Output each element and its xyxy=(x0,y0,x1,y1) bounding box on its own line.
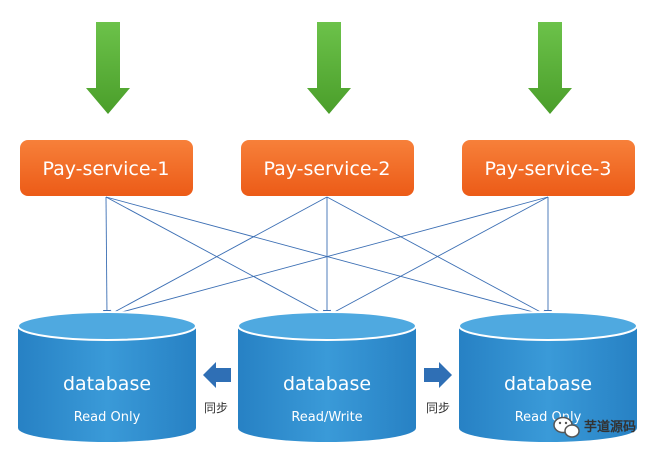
database-cylinder-icon xyxy=(459,326,637,442)
service-label: Pay-service-3 xyxy=(484,158,611,180)
connector-svc2-db1 xyxy=(105,196,328,317)
sync-arrow-left-icon xyxy=(203,362,231,388)
connector-svc3-db1 xyxy=(105,196,549,319)
input-arrow-1-icon xyxy=(86,22,130,114)
watermark-text: 芋道源码 xyxy=(584,419,636,435)
database-top xyxy=(17,311,197,341)
service-label: Pay-service-2 xyxy=(263,158,390,180)
sync-right: 同步 xyxy=(424,362,452,415)
input-arrows xyxy=(86,22,572,114)
sync-left: 同步 xyxy=(203,362,231,415)
service-pay-1: Pay-service-1 xyxy=(20,140,193,196)
database-top xyxy=(458,311,638,341)
database-3: database Read Only xyxy=(458,311,638,442)
database-mode: Read Only xyxy=(74,410,141,425)
service-box xyxy=(241,140,414,196)
wechat-icon xyxy=(553,416,580,438)
input-arrow-2-icon xyxy=(307,22,351,114)
database-2: database Read/Write xyxy=(237,311,417,442)
sync-label: 同步 xyxy=(204,401,228,415)
connector-svc3-db2 xyxy=(325,196,549,317)
input-arrow-3-icon xyxy=(528,22,572,114)
watermark: 芋道源码 xyxy=(553,416,636,438)
database-mode: Read/Write xyxy=(291,410,362,425)
service-label: Pay-service-1 xyxy=(42,158,169,180)
service-box xyxy=(462,140,635,196)
database-label: database xyxy=(504,373,592,395)
connector-svc1-db1 xyxy=(102,196,111,318)
sync-label: 同步 xyxy=(426,401,450,415)
service-pay-2: Pay-service-2 xyxy=(241,140,414,196)
database-cylinder-icon xyxy=(238,326,416,442)
database-top xyxy=(237,311,417,341)
database-1: database Read Only xyxy=(17,311,197,442)
database-label: database xyxy=(283,373,371,395)
service-pay-3: Pay-service-3 xyxy=(462,140,635,196)
sync-arrow-right-icon xyxy=(424,362,452,388)
connectors xyxy=(102,196,552,319)
service-box xyxy=(20,140,193,196)
database-cylinder-icon xyxy=(18,326,196,442)
database-label: database xyxy=(63,373,151,395)
